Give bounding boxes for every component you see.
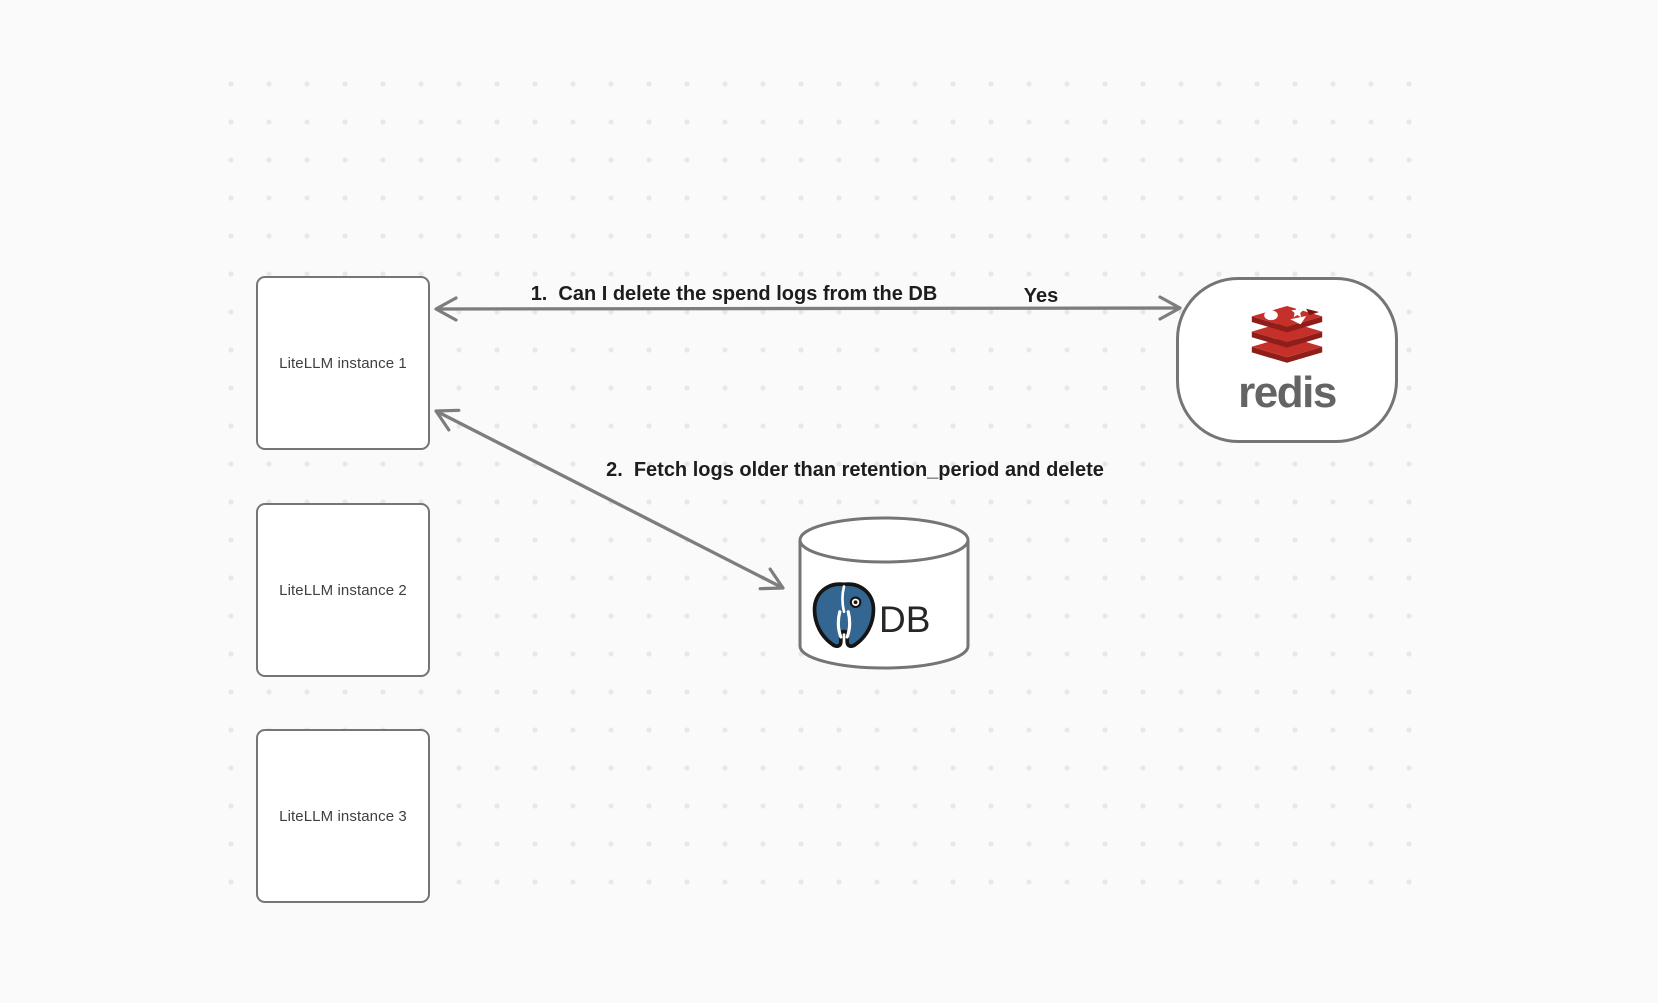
db-label: DB: [879, 599, 931, 640]
litellm-instance-1-node[interactable]: LiteLLM instance 1: [256, 276, 430, 450]
edge-fetch-delete-label[interactable]: 2. Fetch logs older than retention_perio…: [606, 458, 1104, 482]
edge-can-i-delete-response-text: Yes: [1023, 285, 1059, 307]
litellm-instance-1-label: LiteLLM instance 1: [279, 354, 407, 372]
edge-can-i-delete-text: Can I delete the spend logs from the DB: [558, 283, 938, 305]
edge-fetch-delete-number: 2.: [606, 459, 623, 481]
litellm-instance-3-node[interactable]: LiteLLM instance 3: [256, 729, 430, 903]
edge-can-i-delete-response-label[interactable]: Yes: [1024, 284, 1058, 308]
postgresql-elephant-icon: [812, 582, 876, 648]
edge-can-i-delete-arrow[interactable]: [434, 295, 1182, 322]
edge-can-i-delete-number: 1.: [530, 283, 548, 305]
edge-fetch-delete-arrow[interactable]: [434, 408, 785, 591]
edge-fetch-delete-text: Fetch logs older than retention_period a…: [633, 459, 1104, 481]
redis-node[interactable]: redis: [1176, 277, 1398, 443]
edge-can-i-delete-label[interactable]: 1. Can I delete the spend logs from the …: [531, 282, 938, 306]
litellm-instance-3-label: LiteLLM instance 3: [279, 807, 407, 825]
redis-logo-icon: [1251, 305, 1323, 363]
redis-wordmark: redis: [1238, 367, 1337, 417]
litellm-instance-2-node[interactable]: LiteLLM instance 2: [256, 503, 430, 677]
litellm-instance-2-label: LiteLLM instance 2: [279, 581, 407, 599]
